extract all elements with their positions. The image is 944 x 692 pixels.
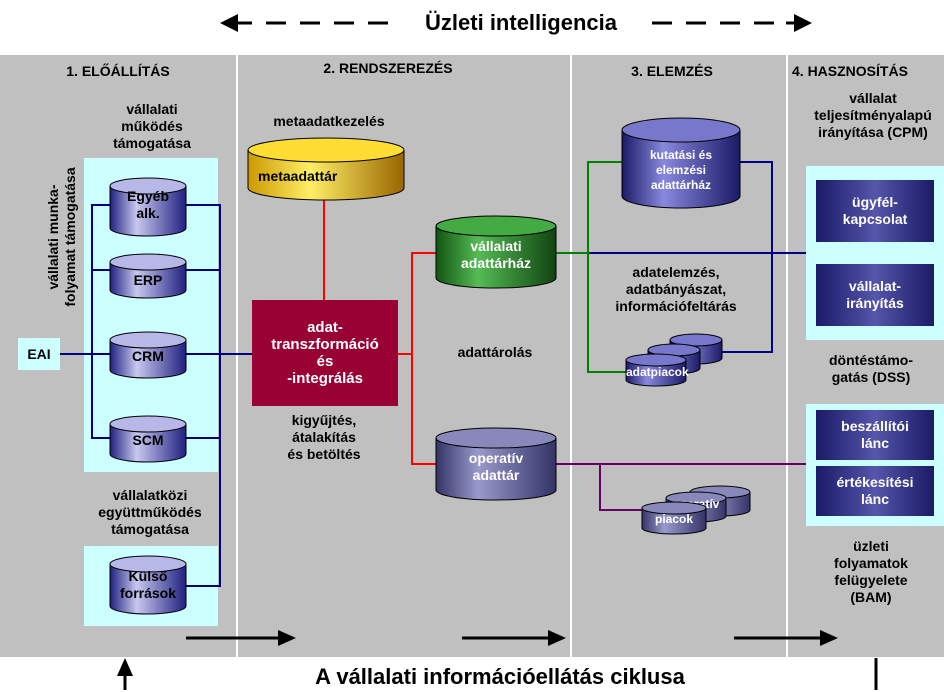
op-mart-1: piacok [641,501,707,535]
dss-label: döntéstámo- gatás (DSS) [829,352,913,385]
enterprise-dw: vállalati adattárház [435,215,557,289]
system-erp: ERP [109,253,187,299]
footer-title: A vállalati információellátás ciklusa [315,664,685,689]
header-production: 1. ELŐÁLLÍTÁS [66,63,170,79]
metadata-management-title: metaadatkezelés [273,113,385,129]
external-sources-label: Külső források [119,568,177,601]
op-marts-label-2: piacok [654,512,693,526]
operational-store-label: operatív adattár [468,450,524,483]
system-crm-label: CRM [132,348,164,364]
system-erp-label: ERP [133,272,163,288]
bam-label: üzleti folyamatok felügyelete (BAM) [834,538,908,605]
storage-label: adattárolás [457,344,533,360]
operational-store: operatív adattár [435,427,557,501]
enterprise-management-box: vállalat- irányítás [816,264,934,326]
eai-box: EAI [18,338,60,370]
workflow-support-label: vállalati munka- folyamat támogatása [45,167,78,307]
analysis-label: adatelemzés, adatbányászat, információfe… [615,264,737,314]
header-organizing: 2. RENDSZEREZÉS [323,60,453,76]
system-other-apps-label: Egyéb alk. [126,188,169,221]
cpm-title: vállalat teljesítményalapú irányítása (C… [814,90,932,140]
column-utilization [788,55,944,657]
data-mart-1: adatpiacok [625,353,689,387]
external-sources: Külső források [109,555,187,615]
system-scm-label: SCM [132,432,164,448]
enterprise-support-title: vállalati működés támogatása [113,101,191,151]
arrow-left-icon [220,14,238,32]
data-marts-label: adatpiacok [626,365,689,379]
banner-title: Üzleti intelligencia [425,10,617,35]
header-analysis: 3. ELEMZÉS [631,63,713,79]
supply-chain-box: beszállítói lánc [816,410,934,460]
etl-caption: kigyűjtés, átalakítás és betöltés [287,412,361,462]
sales-chain-box: értékesítési lánc [816,466,934,516]
metadata-store: metaadattár [247,137,405,201]
metadata-store-label: metaadattár [258,168,338,184]
interorg-support-title: vállalatközi együttműködés támogatása [98,487,202,537]
system-scm: SCM [109,415,187,463]
etl-box: adat- transzformáció és -integrálás [252,300,398,406]
customer-relationship-box: ügyfél- kapcsolat [816,180,934,242]
enterprise-dw-label: vállalati adattárház [460,238,532,271]
arrow-right-icon [794,14,812,32]
research-dw-label: kutatási és elemzési adattárház [649,148,713,192]
research-dw: kutatási és elemzési adattárház [621,117,741,209]
system-crm: CRM [109,331,187,379]
system-other-apps: Egyéb alk. [109,177,187,237]
header-utilization: 4. HASZNOSÍTÁS [792,63,908,79]
